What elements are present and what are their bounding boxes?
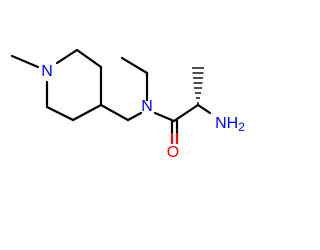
bond-ch2-amide-n bbox=[126, 111, 143, 122]
bond-ring-lower-right bbox=[71, 103, 103, 122]
bond-ethyl bbox=[120, 56, 149, 75]
stereo-hash-wedge bbox=[192, 67, 204, 104]
bond-ring-upper bbox=[75, 48, 103, 69]
atom-label-ring-nitrogen: N bbox=[41, 63, 53, 80]
atom-label-carbonyl-oxygen: O bbox=[167, 144, 179, 161]
bond-ring-n-upper bbox=[55, 48, 79, 65]
molecule-structure: N N O NH2 bbox=[10, 48, 245, 161]
bond-nmethyl bbox=[10, 54, 40, 69]
bond-amide-n-carbonyl bbox=[153, 111, 176, 123]
bond-ring-lower-left bbox=[45, 105, 75, 122]
atom-label-amino-group: NH2 bbox=[215, 115, 245, 134]
bond-carbonyl-alpha bbox=[172, 103, 200, 123]
bond-alpha-nh2 bbox=[196, 103, 212, 115]
atom-label-amide-nitrogen: N bbox=[141, 98, 153, 115]
bond-ring-ch2 bbox=[99, 103, 130, 122]
